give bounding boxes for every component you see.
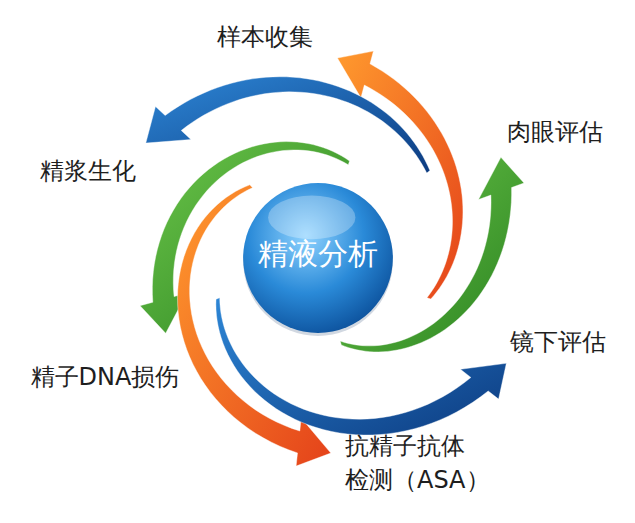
center-circle: 精液分析 [240,180,396,336]
step-label: 精浆生化 [40,155,136,189]
center-title: 精液分析 [240,234,396,275]
step-label: 抗精子抗体 检测（ASA） [345,430,495,497]
step-label: 肉眼评估 [507,116,603,150]
swirl-arrow [146,77,430,173]
step-label: 镜下评估 [510,326,606,360]
step-label: 精子DNA损伤 [31,361,180,395]
step-label: 样本收集 [217,21,313,55]
